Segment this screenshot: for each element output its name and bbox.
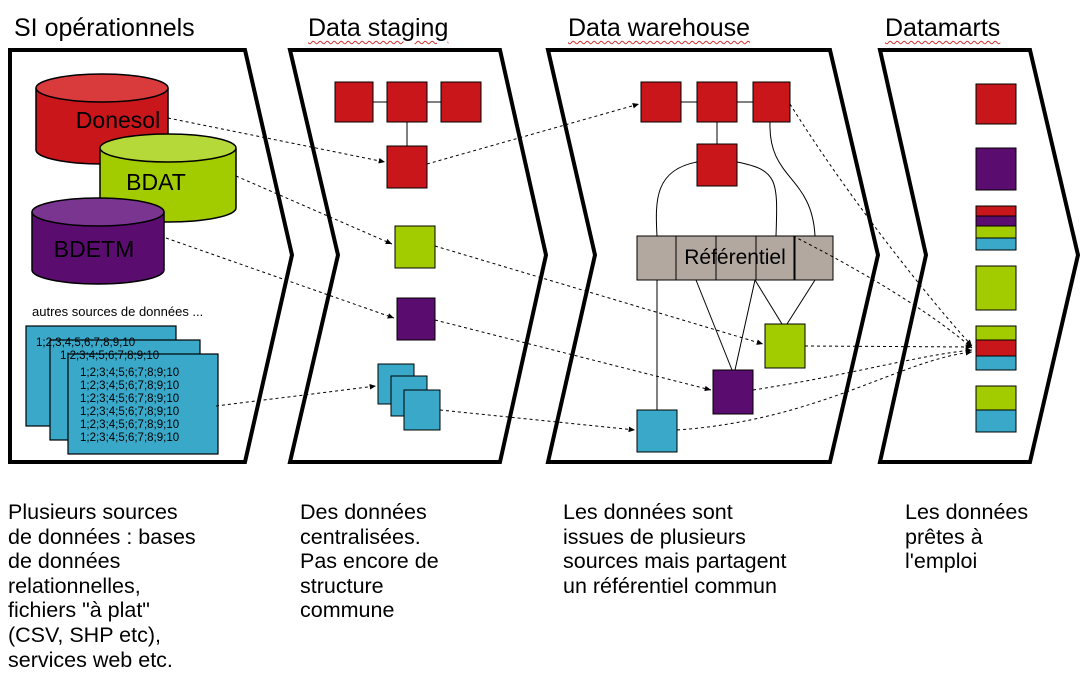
csv-files-stack	[25, 325, 219, 455]
warehouse-red-box-1	[640, 81, 682, 123]
datamart-mixed-3	[975, 385, 1017, 433]
datamart-purple	[975, 147, 1017, 191]
datamart-mixed-1	[975, 205, 1017, 251]
description-si: Plusieurs sources de données : bases de …	[8, 500, 196, 672]
bdat-label: BDAT	[126, 169, 186, 195]
staging-blue-stack	[377, 363, 441, 431]
warehouse-purple-box	[712, 369, 754, 415]
staging-green-box	[394, 225, 436, 269]
datamart-green	[975, 265, 1017, 311]
warehouse-red-box-4	[696, 143, 738, 187]
staging-purple-box	[396, 297, 436, 341]
chevron-data-staging	[287, 48, 549, 464]
staging-red-box-1	[334, 81, 374, 123]
bdetm-label: BDETM	[54, 236, 135, 262]
referentiel-group	[636, 235, 834, 281]
header-datamarts: Datamarts	[885, 14, 1001, 42]
staging-red-box-2	[386, 81, 428, 123]
svg-text:1;2;3;4;5;6;7;8;9;10: 1;2;3;4;5;6;7;8;9;10	[36, 337, 135, 349]
staging-red-box-3	[440, 81, 482, 123]
description-warehouse: Les données sont issues de plusieurs sou…	[563, 500, 787, 598]
referentiel-label: Référentiel	[684, 246, 786, 269]
csv-rows: 1;2;3;4;5;6;7;8;9;10 1;2;3;4;5;6;7;8;9;1…	[36, 337, 179, 444]
warehouse-green-box	[764, 323, 806, 369]
warehouse-blue-box	[636, 409, 678, 453]
svg-text:1;2;3;4;5;6;7;8;9;10: 1;2;3;4;5;6;7;8;9;10	[80, 367, 179, 379]
svg-text:1;2;3;4;5;6;7;8;9;10: 1;2;3;4;5;6;7;8;9;10	[60, 350, 159, 362]
staging-red-box-4	[386, 145, 428, 189]
chevron-datamarts	[877, 48, 1081, 464]
description-datamarts: Les données prêtes à l'emploi	[905, 500, 1029, 574]
donesol-label: Donesol	[76, 107, 160, 133]
svg-text:1;2;3;4;5;6;7;8;9;10: 1;2;3;4;5;6;7;8;9;10	[80, 393, 179, 405]
svg-text:1;2;3;4;5;6;7;8;9;10: 1;2;3;4;5;6;7;8;9;10	[80, 406, 179, 418]
warehouse-red-box-2	[696, 81, 738, 123]
flow-arrows	[165, 103, 973, 433]
other-sources-label: autres sources de données ...	[32, 304, 204, 319]
svg-text:1;2;3;4;5;6;7;8;9;10: 1;2;3;4;5;6;7;8;9;10	[80, 419, 179, 431]
chevron-data-warehouse	[545, 48, 881, 464]
cylinder-bdetm	[31, 197, 165, 285]
warehouse-red-box-3	[752, 81, 791, 123]
datamart-red	[975, 83, 1017, 125]
description-staging: Des données centralisées. Pas encore de …	[300, 500, 439, 623]
header-data-warehouse: Data warehouse	[568, 14, 751, 42]
datamart-mixed-2	[975, 325, 1017, 371]
chevron-si-operationnels	[8, 48, 295, 464]
header-si-operationnels: SI opérationnels	[14, 14, 195, 42]
svg-text:1;2;3;4;5;6;7;8;9;10: 1;2;3;4;5;6;7;8;9;10	[80, 380, 179, 392]
header-data-staging: Data staging	[308, 14, 449, 42]
svg-text:1;2;3;4;5;6;7;8;9;10: 1;2;3;4;5;6;7;8;9;10	[80, 432, 179, 444]
